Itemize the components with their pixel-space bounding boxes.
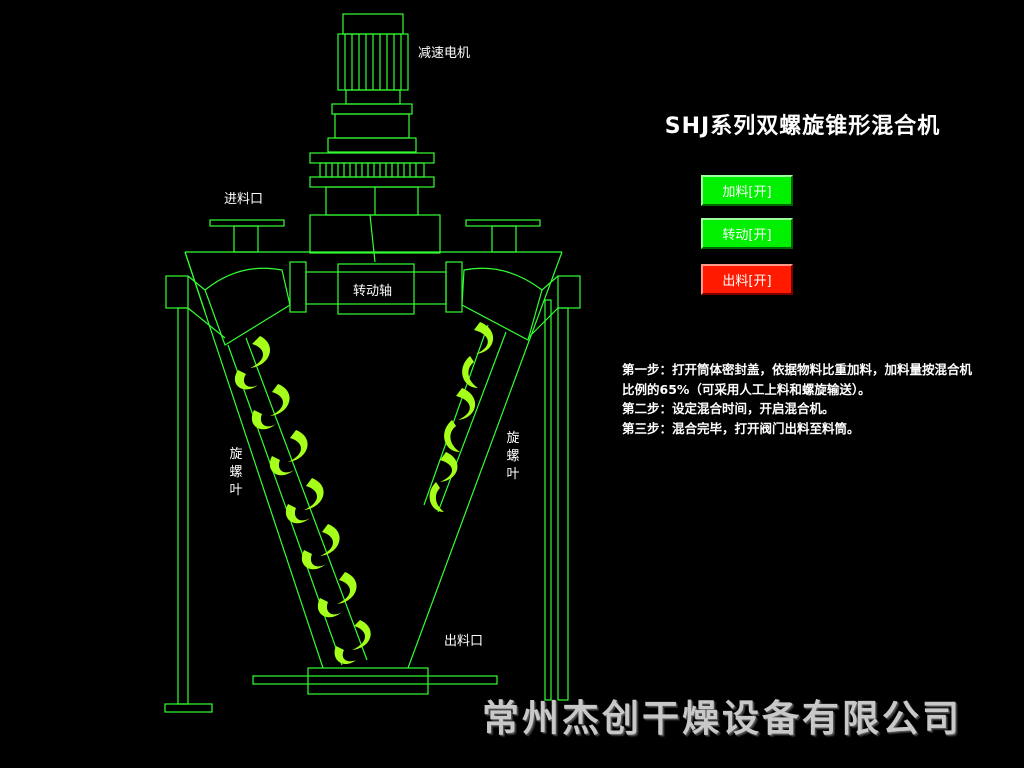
inlet-label: 进料口 [224,192,264,207]
shaft-label: 转动轴 [353,284,393,299]
discharge-button[interactable]: 出料[开] [701,264,793,295]
page-title: SHJ系列双螺旋锥形混合机 [664,114,941,139]
feed-button[interactable]: 加料[开] [701,175,793,206]
rotate-button[interactable]: 转动[开] [701,218,793,249]
blade-label-left: 旋 螺 叶 [229,447,243,498]
step-line: 第三步：混合完毕，打开阀门出料至料筒。 [622,420,860,436]
instruction-steps: 第一步：打开筒体密封盖，依据物料比重加料，加料量按混合机 比例的65%（可采用人… [622,360,1022,438]
spiral-blades [234,322,494,665]
outlet-label: 出料口 [444,634,484,649]
step-line: 比例的65%（可采用人工上料和螺旋输送）。 [622,381,871,397]
inlet-ports [209,219,541,253]
motor-label: 减速电机 [418,46,471,61]
step-line: 第二步：设定混合时间，开启混合机。 [622,401,835,416]
blade-label-right: 旋 螺 叶 [506,431,520,482]
reducer-motor [327,13,417,153]
company-name: 常州杰创干燥设备有限公司 [482,697,962,740]
outlet-valve [252,667,498,695]
step-line: 第一步：打开筒体密封盖，依据物料比重加料，加料量按混合机 [622,362,973,377]
support-legs [164,275,581,713]
drive-shaft [289,261,463,315]
gearbox [309,152,441,263]
